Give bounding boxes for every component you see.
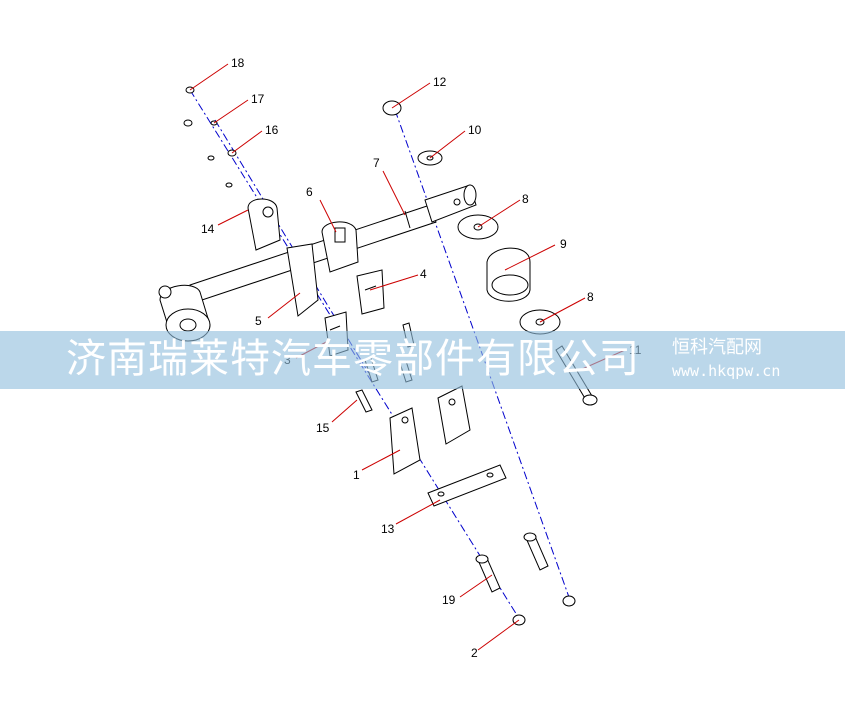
- shim-5: [286, 243, 319, 317]
- callout-18: 18: [231, 56, 245, 70]
- watermark-company-name: 济南瑞莱特汽车零部件有限公司: [66, 336, 640, 382]
- callout-4: 4: [420, 267, 427, 281]
- callout-13: 13: [381, 522, 395, 536]
- callout-9: 9: [560, 237, 567, 251]
- clamp-bracket-14: [247, 198, 281, 251]
- bracket-1: [389, 407, 421, 475]
- watermark-site-name: 恒科汽配网: [672, 337, 762, 358]
- callout-14: 14: [201, 222, 215, 236]
- callout-16: 16: [265, 123, 279, 137]
- callout-15: 15: [316, 421, 330, 435]
- callout-17: 17: [251, 92, 265, 106]
- small-hardware: [183, 86, 237, 188]
- callout-10: 10: [468, 123, 482, 137]
- callout-8-lower: 8: [587, 290, 594, 304]
- shim-4: [356, 269, 385, 315]
- mounting-brackets: [389, 385, 471, 475]
- watermark-band: 济南瑞莱特汽车零部件有限公司 恒科汽配网 www.hkqpw.cn: [0, 331, 845, 389]
- clamp-bracket-6: [321, 221, 359, 273]
- callout-8-upper: 8: [522, 192, 529, 206]
- callout-7: 7: [373, 156, 380, 170]
- callout-1: 1: [353, 468, 360, 482]
- callout-19: 19: [442, 593, 456, 607]
- callout-12: 12: [433, 75, 447, 89]
- callout-6: 6: [306, 185, 313, 199]
- bottom-fasteners: [475, 532, 576, 626]
- bracket-right: [437, 385, 471, 445]
- watermark-site-url: www.hkqpw.cn: [672, 362, 781, 380]
- tie-plate-13: [427, 464, 507, 507]
- callout-5: 5: [255, 314, 262, 328]
- nut-right-bottom: [562, 595, 576, 607]
- callout-2: 2: [471, 646, 478, 660]
